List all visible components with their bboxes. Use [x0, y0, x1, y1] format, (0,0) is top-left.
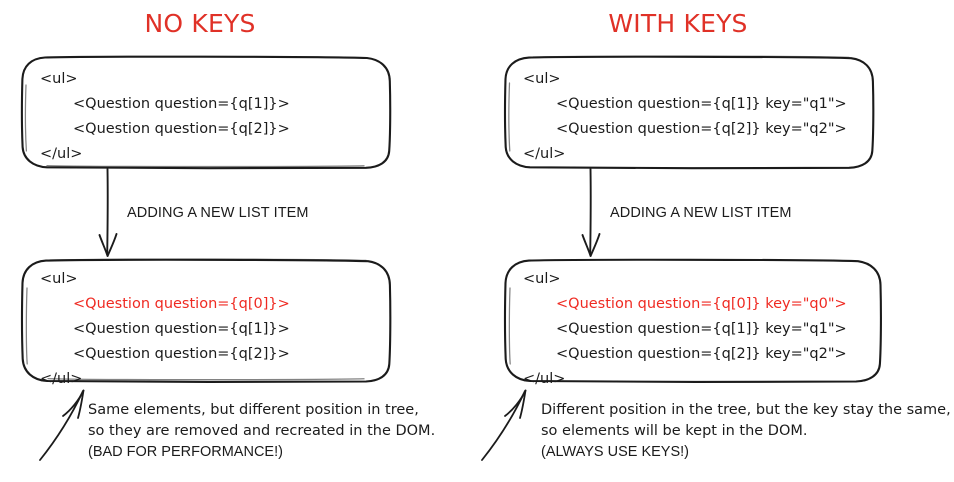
code-line: <Question question={q[1]} key="q1">: [556, 96, 847, 112]
column-title-with-keys: WITH KEYS: [608, 9, 748, 38]
code-box-with-keys-after: <ul> <Question question={q[0]} key="q0">…: [503, 258, 883, 387]
down-arrow-icon: [98, 168, 118, 257]
code-line-highlight: <Question question={q[0]} key="q0">: [556, 296, 847, 312]
code-line: <ul>: [40, 271, 78, 287]
caption-pointer-arrow-left: [38, 388, 98, 467]
sketch-rounded-rect: [504, 55, 875, 170]
transition-label-left: ADDING A NEW LIST ITEM: [127, 205, 309, 221]
down-arrow-icon: [581, 168, 601, 257]
column-title-no-keys: NO KEYS: [144, 9, 256, 38]
transition-label-right: ADDING A NEW LIST ITEM: [610, 205, 792, 221]
sketch-rounded-rect: [504, 258, 882, 384]
caption-line: (ALWAYS USE KEYS!): [541, 444, 689, 460]
caption-left: Same elements, but different position in…: [88, 400, 435, 463]
caption-pointer-arrow-right: [480, 388, 540, 467]
transition-arrow-left: [95, 168, 135, 264]
code-lines: <ul> <Question question={q[1]} key="q1">…: [503, 55, 875, 167]
code-box-no-keys-after: <ul> <Question question={q[0]}> <Questio…: [20, 258, 392, 387]
code-lines: <ul> <Question question={q[0]} key="q0">…: [503, 258, 883, 392]
code-lines: <ul> <Question question={q[0]}> <Questio…: [20, 258, 392, 392]
caption-right: Different position in the tree, but the …: [541, 400, 951, 463]
diagonal-arrow-icon: [39, 389, 85, 461]
caption-line: (BAD FOR PERFORMANCE!): [88, 444, 283, 460]
transition-arrow-right: [578, 168, 618, 264]
sketch-rounded-rect: [20, 55, 392, 170]
code-line: <Question question={q[2]} key="q2">: [556, 346, 847, 362]
code-line: <Question question={q[2]}>: [73, 121, 290, 137]
code-line: <Question question={q[1]}>: [73, 321, 290, 337]
code-line: <Question question={q[1]}>: [73, 96, 290, 112]
code-line-highlight: <Question question={q[0]}>: [73, 296, 290, 312]
code-box-no-keys-before: <ul> <Question question={q[1]}> <Questio…: [20, 55, 392, 170]
code-line: <ul>: [40, 71, 78, 87]
sketch-rounded-rect: [21, 258, 392, 384]
code-line: </ul>: [523, 371, 566, 387]
code-lines: <ul> <Question question={q[1]}> <Questio…: [20, 55, 392, 167]
code-line: </ul>: [40, 146, 83, 162]
caption-line: Different position in the tree, but the …: [541, 402, 951, 418]
caption-line: Same elements, but different position in…: [88, 402, 419, 418]
code-line: <Question question={q[2]}>: [73, 346, 290, 362]
code-line: <ul>: [523, 271, 561, 287]
diagonal-arrow-icon: [481, 389, 527, 461]
code-box-with-keys-before: <ul> <Question question={q[1]} key="q1">…: [503, 55, 875, 170]
code-line: </ul>: [40, 371, 83, 387]
code-line: <ul>: [523, 71, 561, 87]
caption-line: so elements will be kept in the DOM.: [541, 423, 808, 439]
code-line: <Question question={q[1]} key="q1">: [556, 321, 847, 337]
code-line: <Question question={q[2]} key="q2">: [556, 121, 847, 137]
code-line: </ul>: [523, 146, 566, 162]
caption-line: so they are removed and recreated in the…: [88, 423, 436, 439]
